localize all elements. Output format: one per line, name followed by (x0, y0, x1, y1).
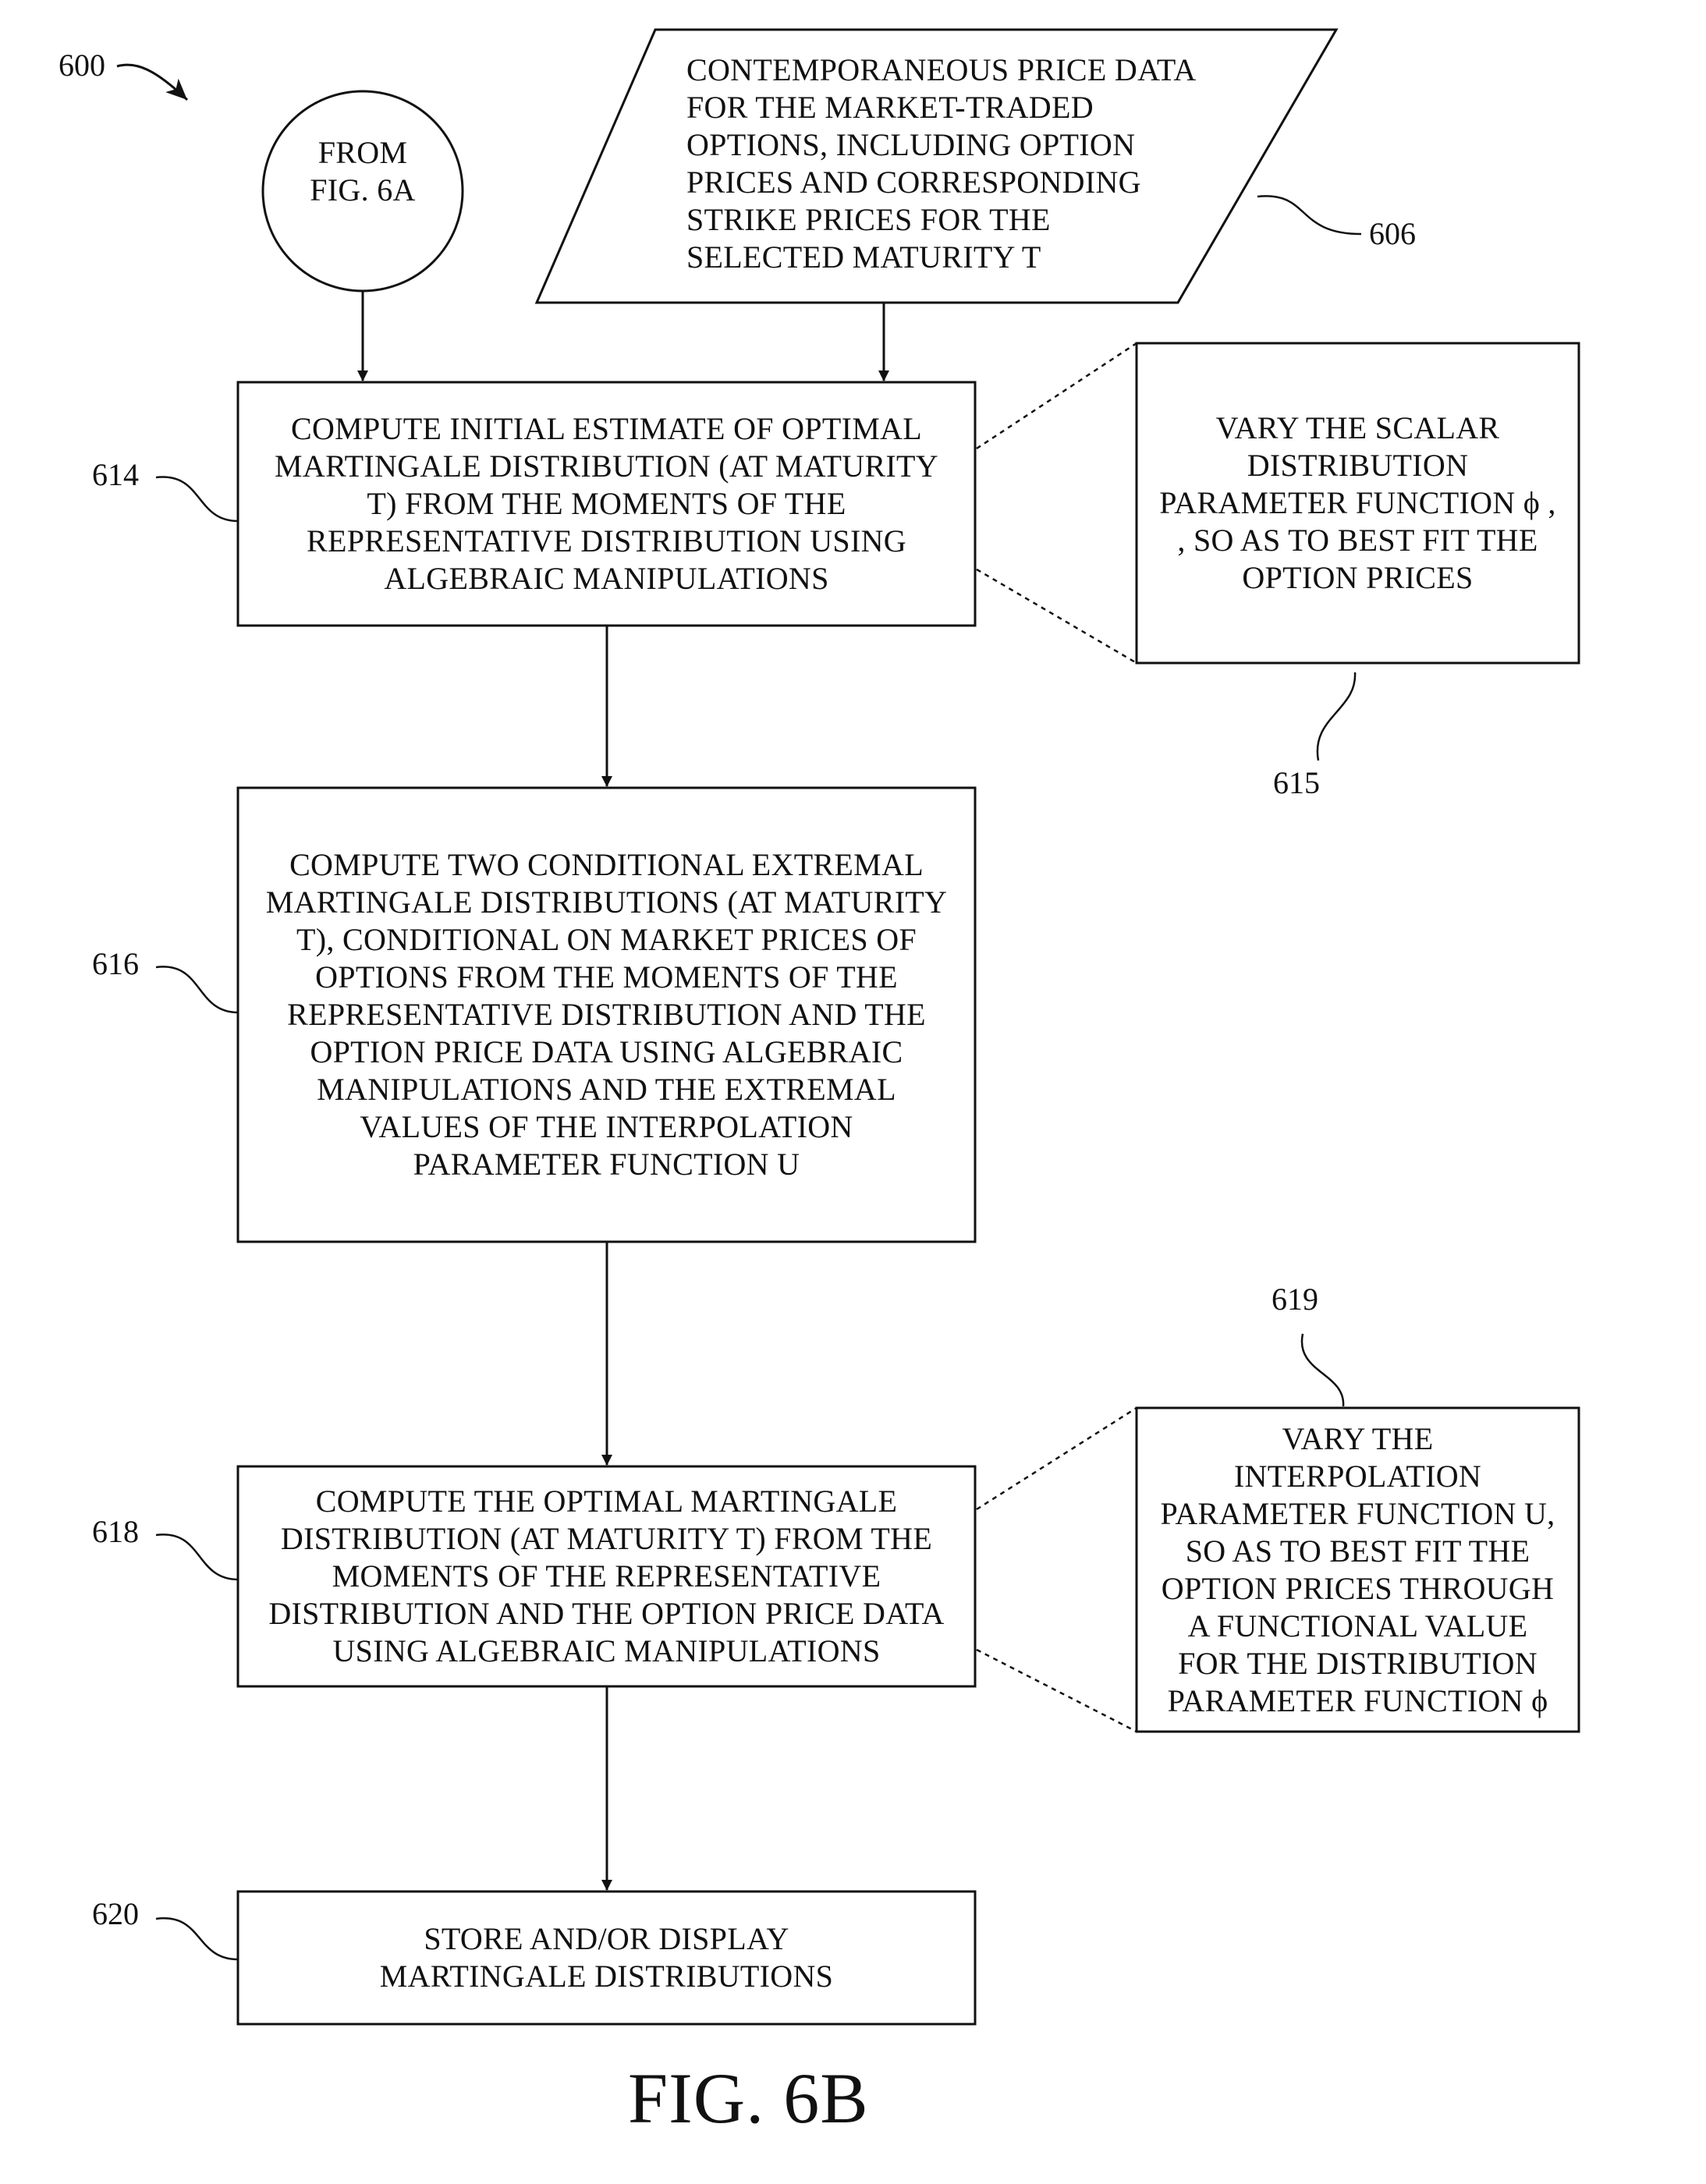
step-line: OPTION PRICE DATA USING ALGEBRAIC (310, 1034, 903, 1071)
connector-line: FIG. 6A (310, 172, 415, 209)
callout-line-619-bottom (977, 1650, 1137, 1732)
step-line: T), CONDITIONAL ON MARKET PRICES OF (296, 921, 917, 959)
input-line: STRIKE PRICES FOR THE (686, 201, 1051, 239)
leader-606 (1257, 196, 1361, 234)
step-line: MARTINGALE DISTRIBUTION (AT MATURITY (275, 448, 938, 485)
figure-ref-label: 600 (59, 47, 105, 84)
side-note-line: A FUNCTIONAL VALUE (1188, 1608, 1528, 1645)
ref-label-619: 619 (1272, 1281, 1318, 1318)
step-line: COMPUTE TWO CONDITIONAL EXTREMAL (289, 846, 924, 884)
leader-618 (156, 1534, 238, 1580)
side-note-line: PARAMETER FUNCTION U, (1161, 1495, 1555, 1533)
connector-label: FROM FIG. 6A (263, 117, 463, 226)
callout-line-615-bottom (977, 569, 1137, 663)
leader-616 (156, 966, 238, 1012)
ref-label-618: 618 (92, 1513, 139, 1551)
side-note-line: PARAMETER FUNCTION ϕ (1168, 1682, 1548, 1720)
leader-615 (1318, 672, 1355, 760)
step-line: MARTINGALE DISTRIBUTIONS (AT MATURITY (266, 884, 947, 921)
input-line: SELECTED MATURITY T (686, 239, 1041, 276)
step-618-text: COMPUTE THE OPTIMAL MARTINGALE DISTRIBUT… (242, 1470, 971, 1682)
ref-label-614: 614 (92, 456, 139, 494)
input-line: OPTIONS, INCLUDING OPTION (686, 126, 1135, 164)
side-note-line: INTERPOLATION (1234, 1458, 1481, 1495)
step-line: COMPUTE INITIAL ESTIMATE OF OPTIMAL (291, 410, 922, 448)
input-data-text: CONTEMPORANEOUS PRICE DATA FOR THE MARKE… (686, 47, 1233, 281)
leader-619 (1302, 1334, 1343, 1406)
figure-caption: FIG. 6B (628, 2059, 869, 2137)
step-620-text: STORE AND/OR DISPLAY MARTINGALE DISTRIBU… (242, 1895, 971, 2020)
side-note-line: FOR THE DISTRIBUTION (1178, 1645, 1538, 1682)
side-note-line: OPTION PRICES (1242, 559, 1473, 597)
input-line: FOR THE MARKET-TRADED (686, 89, 1094, 126)
step-line: USING ALGEBRAIC MANIPULATIONS (332, 1633, 880, 1670)
input-line: PRICES AND CORRESPONDING (686, 164, 1141, 201)
side-note-line: VARY THE SCALAR (1216, 410, 1500, 447)
leader-620 (156, 1918, 238, 1959)
callout-line-615-top (977, 343, 1137, 448)
ref-label-616: 616 (92, 945, 139, 983)
side-note-line: SO AS TO BEST FIT THE (1186, 1533, 1530, 1570)
leader-614 (156, 477, 238, 521)
side-note-line: , SO AS TO BEST FIT THE (1177, 522, 1538, 559)
step-616-text: COMPUTE TWO CONDITIONAL EXTREMAL MARTING… (242, 792, 971, 1238)
step-line: PARAMETER FUNCTION U (413, 1146, 800, 1183)
step-line: T) FROM THE MOMENTS OF THE (367, 485, 846, 523)
step-line: MOMENTS OF THE REPRESENTATIVE (332, 1558, 881, 1595)
step-line: DISTRIBUTION (AT MATURITY T) FROM THE (281, 1520, 932, 1558)
step-line: STORE AND/OR DISPLAY (424, 1920, 789, 1958)
side-note-line: OPTION PRICES THROUGH (1162, 1570, 1554, 1608)
side-note-line: DISTRIBUTION (1247, 447, 1469, 484)
step-line: VALUES OF THE INTERPOLATION (360, 1108, 853, 1146)
step-line: REPRESENTATIVE DISTRIBUTION USING (307, 523, 906, 560)
input-line: CONTEMPORANEOUS PRICE DATA (686, 51, 1197, 89)
callout-line-619-top (977, 1408, 1137, 1509)
step-line: DISTRIBUTION AND THE OPTION PRICE DATA (268, 1595, 944, 1633)
ref-label-615: 615 (1273, 764, 1320, 802)
step-line: MANIPULATIONS AND THE EXTREMAL (317, 1071, 896, 1108)
step-line: REPRESENTATIVE DISTRIBUTION AND THE (287, 996, 926, 1034)
side-note-619-text: VARY THE INTERPOLATION PARAMETER FUNCTIO… (1140, 1412, 1575, 1728)
side-note-line: PARAMETER FUNCTION ϕ , (1159, 484, 1555, 522)
ref-label-606: 606 (1369, 215, 1416, 253)
step-line: ALGEBRAIC MANIPULATIONS (384, 560, 828, 597)
ref-label-620: 620 (92, 1895, 139, 1933)
step-line: OPTIONS FROM THE MOMENTS OF THE (315, 959, 898, 996)
figure-ref-arrow (117, 65, 187, 100)
step-614-text: COMPUTE INITIAL ESTIMATE OF OPTIMAL MART… (242, 386, 971, 622)
side-note-line: VARY THE (1282, 1420, 1434, 1458)
connector-line: FROM (318, 134, 408, 172)
step-line: MARTINGALE DISTRIBUTIONS (380, 1958, 833, 1995)
side-note-615-text: VARY THE SCALAR DISTRIBUTION PARAMETER F… (1140, 347, 1575, 659)
step-line: COMPUTE THE OPTIMAL MARTINGALE (316, 1483, 897, 1520)
